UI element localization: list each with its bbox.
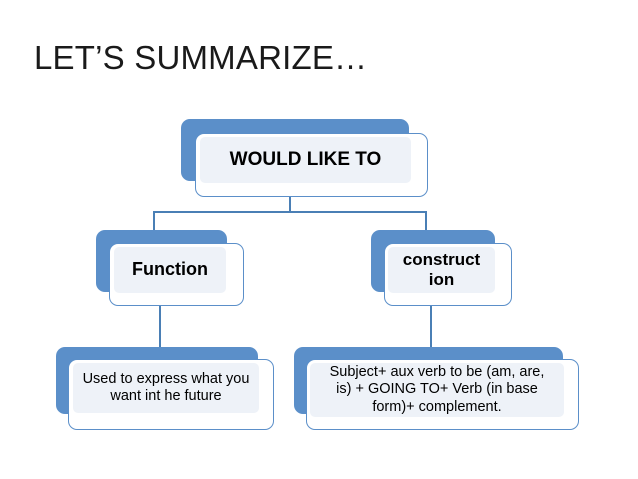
node-construction[interactable]: construct ion <box>371 230 512 306</box>
node-function[interactable]: Function <box>96 230 244 306</box>
node-panel: Function <box>114 247 226 293</box>
node-detail-line-2: is) + GOING TO+ Verb (in base <box>336 381 538 398</box>
connector-function-to-detail <box>159 305 161 349</box>
node-label-line-2: ion <box>428 270 455 289</box>
connector-construction-to-detail <box>430 305 432 349</box>
node-label: WOULD LIKE TO <box>229 148 382 170</box>
node-detail-line-1: Subject+ aux verb to be (am, are, <box>329 364 545 381</box>
connector-root-stem <box>289 192 291 212</box>
node-function-detail[interactable]: Used to express what you want int he fut… <box>56 347 274 430</box>
connector-horizontal-bar <box>153 211 426 213</box>
node-label: Function <box>132 259 208 280</box>
connector-drop-left <box>153 211 155 233</box>
node-detail-line-3: form)+ complement. <box>372 398 502 415</box>
node-detail-text: Used to express what you want int he fut… <box>82 370 250 404</box>
node-panel: construct ion <box>388 247 495 293</box>
page-title: LET’S SUMMARIZE… <box>34 39 368 76</box>
connector-drop-right <box>425 211 427 233</box>
node-panel: Used to express what you want int he fut… <box>73 363 259 413</box>
node-panel: WOULD LIKE TO <box>200 137 411 183</box>
node-label-line-1: construct <box>402 249 481 269</box>
node-construction-detail[interactable]: Subject+ aux verb to be (am, are, is) + … <box>294 347 579 430</box>
node-would-like-to[interactable]: WOULD LIKE TO <box>181 119 428 197</box>
node-panel: Subject+ aux verb to be (am, are, is) + … <box>310 363 564 417</box>
